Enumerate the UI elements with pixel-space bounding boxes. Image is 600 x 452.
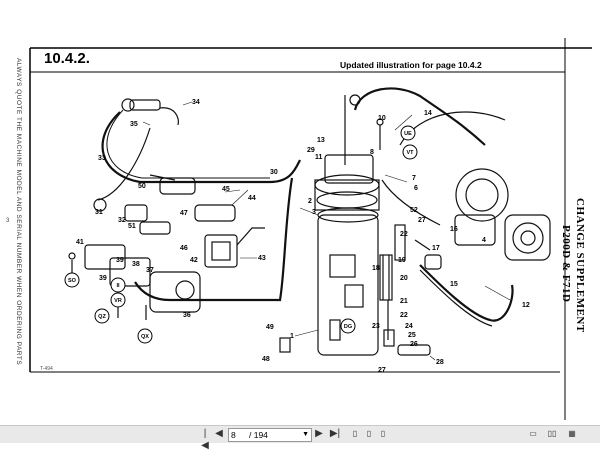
page-frame	[29, 38, 592, 420]
document-icon[interactable]: ▯	[380, 429, 386, 438]
part-number: 8	[370, 149, 374, 156]
part-number: 11	[315, 154, 323, 161]
page-view-icon[interactable]: ▭	[529, 429, 537, 438]
code-badge-vr: VR	[110, 292, 126, 308]
viewer-toolbar: |◀ ◀ / 194 ▼ ▶ ▶| ▯ ▯ ▯ ▭ ▯▯ ▦	[0, 425, 600, 451]
turbocharger	[455, 168, 509, 222]
part-number: 51	[128, 223, 136, 230]
part-number: 36	[183, 312, 191, 319]
filter-housing	[317, 214, 379, 356]
last-page-button[interactable]: ▶|	[329, 428, 341, 439]
part-number: 10	[378, 115, 386, 122]
page-selector[interactable]: / 194 ▼	[228, 428, 312, 442]
part-number: 24	[405, 323, 413, 330]
code-badge-so: SO	[64, 272, 80, 288]
part-number: 22	[400, 312, 408, 319]
part-number: 25	[408, 332, 416, 339]
part-number: 2	[308, 198, 312, 205]
margin-number: 3	[6, 218, 10, 224]
part-number-labels: 34 35 33 50 45 44 31 32 51 47 46 41 42 4…	[64, 99, 530, 374]
page-number-input[interactable]	[231, 429, 247, 441]
two-page-icon[interactable]: ▯▯	[547, 429, 557, 438]
part-number: 7	[412, 175, 416, 182]
svg-text:QZ: QZ	[98, 314, 106, 320]
part-number: 26	[410, 341, 418, 348]
part-number: 3	[312, 209, 316, 216]
part-number: 33	[98, 155, 106, 162]
previous-page-button[interactable]: ◀	[215, 428, 223, 439]
part-number: 17	[432, 245, 440, 252]
code-badge-qz: QZ	[94, 308, 110, 324]
part-number: 39	[99, 275, 107, 282]
code-badge-ue: UE	[400, 125, 416, 141]
part-number: 19	[398, 257, 406, 264]
grid-view-icon[interactable]: ▦	[568, 429, 576, 438]
part-number: 52	[410, 207, 418, 214]
part-number: 27	[378, 367, 386, 374]
part-number: 22	[400, 231, 408, 238]
part-number: 46	[180, 245, 188, 252]
code-badge-vt: VT	[402, 144, 418, 160]
svg-text:SO: SO	[68, 278, 77, 284]
svg-text:UE: UE	[404, 131, 412, 137]
part-number: 15	[450, 281, 458, 288]
part-number: 23	[372, 323, 380, 330]
part-number: 48	[262, 356, 270, 363]
part-number: 18	[372, 265, 380, 272]
figure-reference: T-494	[40, 366, 53, 372]
svg-text:DG: DG	[344, 324, 352, 330]
document-page: 10.4.2. Updated illustration for page 10…	[6, 38, 592, 420]
part-number: 14	[424, 110, 432, 117]
updated-illustration-note: Updated illustration for page 10.4.2	[340, 60, 482, 70]
part-number: 34	[192, 99, 200, 106]
part-number: 21	[400, 298, 408, 305]
svg-text:VT: VT	[406, 150, 414, 156]
part-number: 30	[270, 169, 278, 176]
page-total: / 194	[249, 430, 268, 440]
svg-text:VR: VR	[114, 298, 122, 304]
chevron-down-icon[interactable]: ▼	[302, 431, 309, 438]
code-badge-ii: II	[110, 277, 126, 293]
document-icon[interactable]: ▯	[352, 429, 358, 438]
part-number: 45	[222, 186, 230, 193]
code-badge-qx: QX	[137, 328, 153, 344]
svg-text:QX: QX	[141, 334, 149, 340]
part-number: 49	[266, 324, 274, 331]
svg-text:II: II	[116, 283, 120, 289]
document-icon[interactable]: ▯	[366, 429, 372, 438]
part-number: 41	[76, 239, 84, 246]
part-number: 37	[146, 267, 154, 274]
part-number: 39	[116, 257, 124, 264]
parts-diagram	[68, 87, 551, 361]
section-heading: 10.4.2.	[44, 50, 90, 67]
part-number: 6	[414, 185, 418, 192]
part-number: 12	[522, 302, 530, 309]
part-number: 47	[180, 210, 188, 217]
part-number: 16	[450, 226, 458, 233]
part-number: 35	[130, 121, 138, 128]
part-number: 42	[190, 257, 198, 264]
part-number: 38	[132, 261, 140, 268]
part-number: 31	[95, 209, 103, 216]
next-page-button[interactable]: ▶	[315, 428, 323, 439]
first-page-button[interactable]: |◀	[201, 428, 209, 451]
part-number: 4	[482, 237, 486, 244]
part-number: 28	[436, 359, 444, 366]
part-number: 50	[138, 183, 146, 190]
code-badge-dg: DG	[340, 318, 356, 334]
part-number: 27	[418, 217, 426, 224]
part-number: 32	[118, 217, 126, 224]
label-plate	[329, 254, 356, 278]
part-number: 20	[400, 275, 408, 282]
part-number: 1	[290, 333, 294, 340]
part-number: 13	[317, 137, 325, 144]
part-number: 29	[307, 147, 315, 154]
part-number: 44	[248, 195, 256, 202]
part-number: 43	[258, 255, 266, 262]
